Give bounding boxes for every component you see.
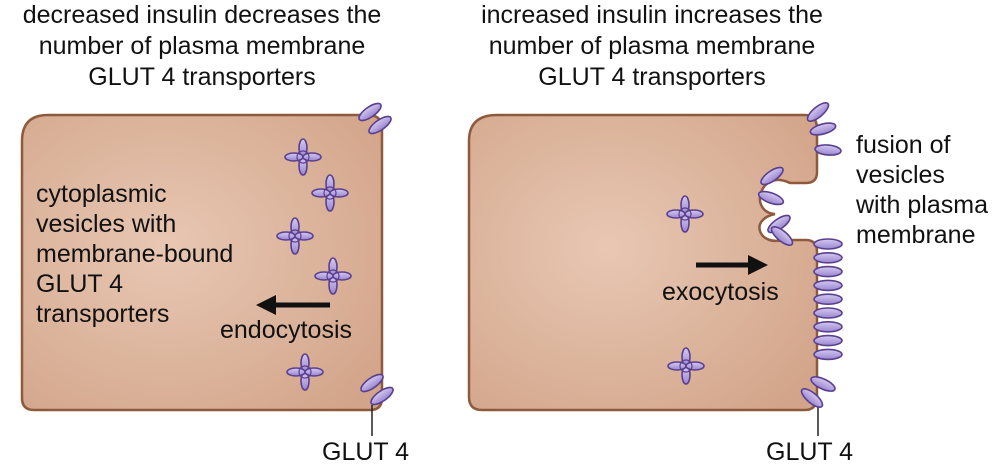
right-title-line-3: GLUT 4 transporters xyxy=(538,63,766,91)
vesicle-transporter xyxy=(684,209,704,219)
membrane-glut4 xyxy=(806,102,830,122)
glut4-vesicle xyxy=(666,195,704,233)
endocytosis-label: endocytosis xyxy=(220,316,352,344)
membrane-glut4 xyxy=(370,386,394,406)
endocytosis-arrow xyxy=(256,295,330,315)
exocytosis-arrow xyxy=(696,255,768,275)
vesicle-transporter xyxy=(284,152,304,162)
membrane-glut4-transporters xyxy=(358,102,843,408)
vesicle-label-line-4: GLUT 4 xyxy=(36,270,123,298)
membrane-glut4 xyxy=(360,373,384,393)
fusion-label-line-2: vesicles xyxy=(856,161,945,189)
membrane-glut4 xyxy=(814,144,842,156)
membrane-glut4 xyxy=(813,320,843,333)
membrane-glut4 xyxy=(813,251,843,264)
left-panel-title: decreased insulin decreases the number o… xyxy=(0,0,412,93)
vesicle-transporter xyxy=(685,361,705,371)
membrane-glut4 xyxy=(813,279,843,292)
vesicle-label-line-1: cytoplasmic xyxy=(36,180,167,208)
glut4-vesicle xyxy=(314,257,352,295)
vesicle-transporter xyxy=(302,152,322,162)
membrane-glut4 xyxy=(800,388,824,408)
membrane-glut4 xyxy=(813,265,843,278)
vesicle-transporter xyxy=(294,231,314,241)
membrane-glut4 xyxy=(813,293,843,306)
glut4-vesicle xyxy=(286,353,324,391)
vesicle-transporter xyxy=(286,367,306,377)
membrane-glut4 xyxy=(770,226,794,246)
vesicle-transporter xyxy=(311,188,331,198)
left-title-line-1: decreased insulin decreases the xyxy=(22,1,382,29)
membrane-glut4 xyxy=(757,190,785,206)
vesicle-membrane xyxy=(288,229,302,243)
vesicle-transporter xyxy=(666,209,686,219)
vesicle-label-line-5: transporters xyxy=(36,300,169,328)
right-glut4-label: GLUT 4 xyxy=(766,438,853,464)
left-title-line-3: GLUT 4 transporters xyxy=(88,63,316,91)
vesicle-transporter xyxy=(667,361,687,371)
membrane-glut4 xyxy=(809,122,837,136)
vesicle-membrane xyxy=(298,365,312,379)
membrane-glut4 xyxy=(813,348,843,361)
right-title-line-1: increased insulin increases the xyxy=(481,1,823,29)
right-cell xyxy=(467,113,819,412)
vesicle-transporter xyxy=(329,188,349,198)
cytoplasmic-vesicles xyxy=(276,138,705,391)
glut4-vesicle xyxy=(276,217,314,255)
vesicle-transporter xyxy=(304,367,324,377)
fusion-label-line-3: with plasma xyxy=(855,191,988,219)
vesicle-membrane xyxy=(679,359,693,373)
vesicle-label-line-3: membrane-bound xyxy=(36,240,233,268)
membrane-glut4 xyxy=(760,166,784,186)
vesicle-membrane xyxy=(326,269,340,283)
fusion-label-line-4: membrane xyxy=(856,221,976,249)
right-title-line-2: number of plasma membrane xyxy=(488,32,816,60)
vesicle-membrane xyxy=(678,207,692,221)
glut4-vesicle xyxy=(284,138,322,176)
vesicle-transporter xyxy=(276,231,296,241)
vesicle-transporter xyxy=(332,271,352,281)
membrane-glut4 xyxy=(358,102,382,122)
membrane-glut4 xyxy=(813,334,843,347)
membrane-glut4 xyxy=(368,115,392,135)
left-title-line-2: number of plasma membrane xyxy=(38,32,366,60)
fusion-label-line-1: fusion of xyxy=(856,131,951,159)
glut4-vesicle xyxy=(311,174,349,212)
membrane-glut4 xyxy=(813,238,843,250)
vesicle-transporter xyxy=(314,271,334,281)
right-panel-title: increased insulin increases the number o… xyxy=(442,0,862,93)
exocytosis-label: exocytosis xyxy=(662,278,779,306)
vesicle-membrane xyxy=(323,186,337,200)
vesicle-label-line-2: vesicles with xyxy=(36,210,176,238)
membrane-glut4 xyxy=(813,307,843,319)
membrane-glut4 xyxy=(810,376,836,392)
vesicle-membrane xyxy=(296,150,310,164)
glut4-vesicle xyxy=(667,347,705,385)
left-glut4-label: GLUT 4 xyxy=(322,438,409,464)
